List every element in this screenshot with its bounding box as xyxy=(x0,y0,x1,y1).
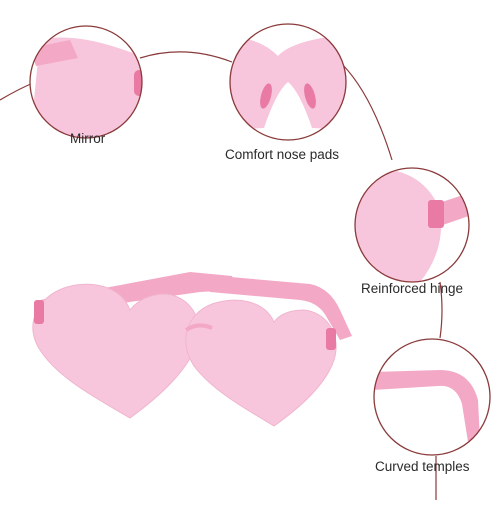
hinge-detail xyxy=(354,167,470,283)
temples-detail xyxy=(373,338,491,456)
nose-pads-circle xyxy=(229,23,347,141)
callout-label-temples: Curved temples xyxy=(375,459,470,474)
mirror-circle xyxy=(29,25,143,139)
callout-connector-line xyxy=(0,51,443,500)
callout-label-hinge: Reinforced hinge xyxy=(361,281,464,296)
mirror-detail xyxy=(29,25,143,139)
nose-pads-detail xyxy=(229,23,347,141)
right-heart-lens xyxy=(185,299,337,427)
left-heart-lens xyxy=(32,283,200,419)
callout-label-mirror: Mirror xyxy=(70,131,106,146)
hinge-circle xyxy=(354,167,470,283)
heart-sunglasses xyxy=(32,272,352,427)
callout-label-nose-pads: Comfort nose pads xyxy=(225,147,340,162)
temples-circle xyxy=(373,338,491,456)
